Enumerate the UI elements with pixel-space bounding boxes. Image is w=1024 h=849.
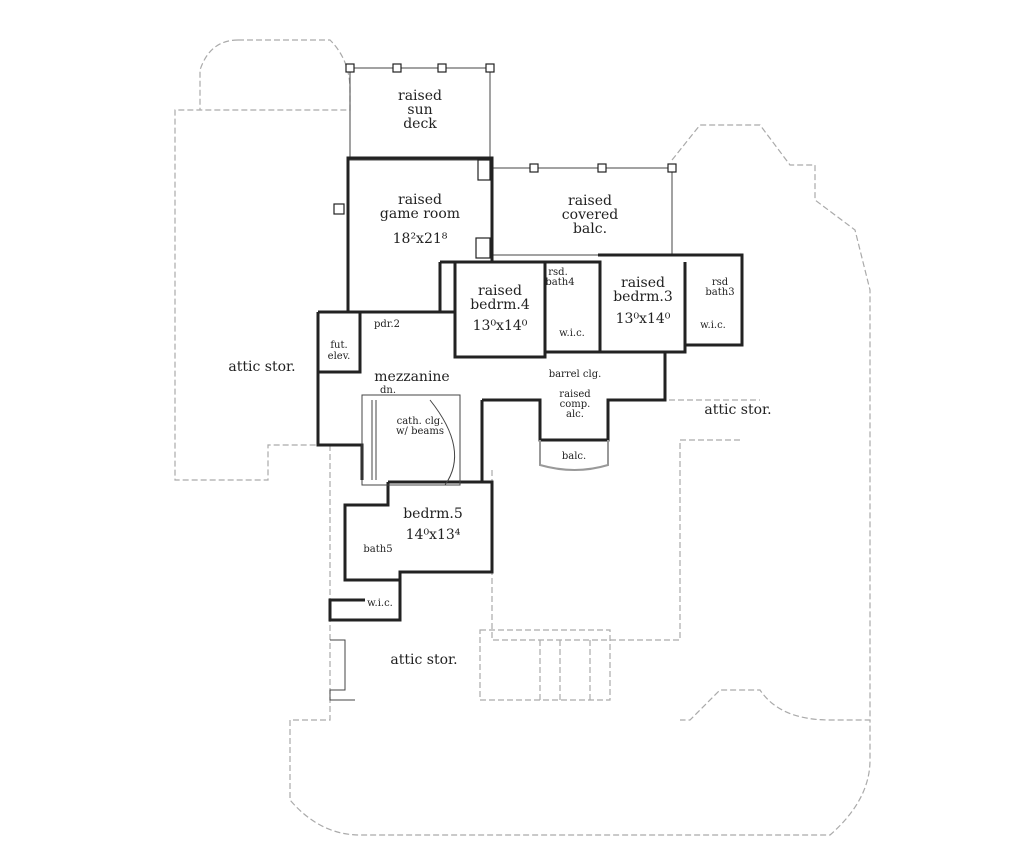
game-room-dims: 18²x21⁸ xyxy=(393,231,448,247)
covered-balc-label: covered xyxy=(562,207,618,223)
down-label: dn. xyxy=(380,385,396,396)
labels: raised sun deck raised game room 18²x21⁸… xyxy=(228,88,771,668)
game-room-label: raised xyxy=(398,192,442,208)
attic-right-label: attic stor. xyxy=(704,402,771,418)
pdr-label: pdr.2 xyxy=(374,319,400,330)
covered-balc-label: raised xyxy=(568,193,612,209)
elev-label: elev. xyxy=(328,351,351,362)
comp-alc-label: comp. xyxy=(560,399,591,410)
sun-deck-label: deck xyxy=(403,116,437,132)
attic-left-label: attic stor. xyxy=(228,359,295,375)
bedrm4-label: bedrm.4 xyxy=(470,297,530,313)
covered-balc-label: balc. xyxy=(573,221,607,237)
bedrm4-label: raised xyxy=(478,283,522,299)
walls xyxy=(316,156,744,701)
bath5-label: bath5 xyxy=(363,544,392,555)
sun-deck-label: sun xyxy=(407,102,432,118)
bedrm3-label: bedrm.3 xyxy=(613,289,673,305)
comp-alc-label: alc. xyxy=(566,409,584,420)
attic-outlines xyxy=(174,39,871,836)
alcove-balcony xyxy=(539,440,609,471)
bedrm4-dims: 13⁰x14⁰ xyxy=(473,318,528,334)
bath3-label: rsd xyxy=(712,277,729,288)
barrel-clg-label: barrel clg. xyxy=(549,369,602,380)
cath-clg-label: w/ beams xyxy=(396,426,444,437)
sun-deck xyxy=(345,63,495,161)
wic3-label: w.i.c. xyxy=(700,320,726,331)
sun-deck-label: raised xyxy=(398,88,442,104)
bedrm5-dims: 14⁰x13⁴ xyxy=(406,527,461,543)
bath4-label: rsd. xyxy=(548,267,568,278)
balc-label: balc. xyxy=(562,451,586,462)
mezzanine-label: mezzanine xyxy=(374,369,449,385)
game-room-label: game room xyxy=(380,206,460,222)
wic5-label: w.i.c. xyxy=(367,598,393,609)
comp-alc-label: raised xyxy=(559,389,591,400)
attic-bottom-label: attic stor. xyxy=(390,652,457,668)
bath3-label: bath3 xyxy=(705,287,734,298)
wic4-label: w.i.c. xyxy=(559,328,585,339)
elev-label: fut. xyxy=(330,340,347,351)
cath-clg-label: cath. clg. xyxy=(397,416,444,427)
covered-balcony xyxy=(492,163,677,256)
bedrm3-dims: 13⁰x14⁰ xyxy=(616,311,671,327)
bath4-label: bath4 xyxy=(545,277,574,288)
bedrm5-label: bedrm.5 xyxy=(403,506,463,522)
bedrm3-label: raised xyxy=(621,275,665,291)
